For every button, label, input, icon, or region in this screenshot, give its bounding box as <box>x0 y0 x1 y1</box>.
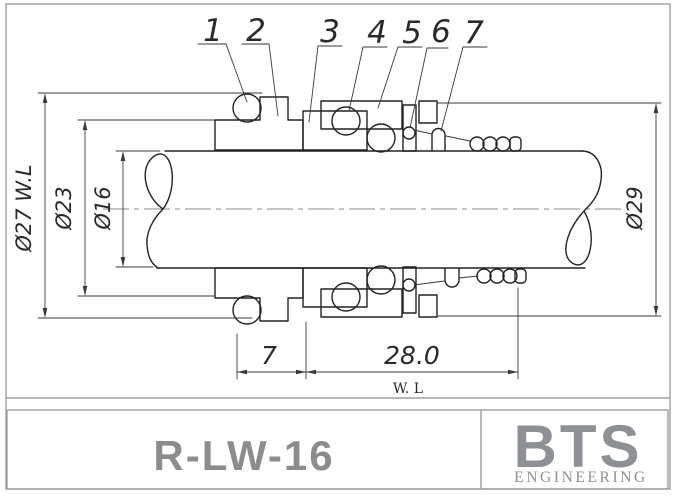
drive-collar-lower <box>402 266 417 314</box>
brand-logo: BTS ENGINEERING <box>514 413 648 486</box>
shaft-break-right <box>565 150 603 266</box>
o-ring-4-lower <box>331 282 361 312</box>
spring-seat-coil-lower <box>402 278 416 292</box>
spring-coil-end-upper <box>509 136 522 152</box>
brand-logo-text: BTS <box>514 413 643 480</box>
spring-coil-end-lower <box>514 268 527 284</box>
drive-collar-upper <box>402 104 417 152</box>
spring <box>402 126 527 292</box>
spring-end-coil-lower <box>444 267 460 288</box>
part-labels: 1 2 3 4 5 6 7 <box>203 13 484 51</box>
dim-label-d27: Ø27 W.L <box>12 164 36 252</box>
stationary-seat-upper <box>214 96 304 151</box>
model-number: R-LW-16 <box>153 432 334 479</box>
part-label-3: 3 <box>320 14 340 50</box>
o-ring-1-lower <box>232 295 262 325</box>
spring-coil-upper <box>469 136 485 152</box>
retainer-upper <box>320 100 403 130</box>
part-label-6: 6 <box>431 14 451 50</box>
part-label-5: 5 <box>402 15 422 51</box>
rotary-packing-upper <box>302 110 368 151</box>
part-label-4: 4 <box>367 15 387 51</box>
o-ring-4-upper <box>331 106 361 136</box>
stationary-seat-lower <box>214 267 304 322</box>
spring-coil-lower <box>502 268 518 284</box>
title-block: R-LW-16 BTS ENGINEERING <box>6 409 669 490</box>
spring-end-coil-upper <box>431 127 446 152</box>
o-ring-1-upper <box>232 93 262 123</box>
dimension-lines <box>37 92 662 380</box>
o-ring-5-lower <box>366 265 396 295</box>
part-label-1: 1 <box>203 13 223 49</box>
brand-logo-subtext: ENGINEERING <box>514 469 648 486</box>
dimension-labels: Ø27 W.L Ø23 Ø16 Ø29 7 28.0 W. L <box>12 164 647 397</box>
part-leaders <box>197 43 488 132</box>
part-label-7: 7 <box>464 15 484 51</box>
spring-coil-lower <box>489 268 505 284</box>
working-length-note: W. L <box>393 381 423 397</box>
shaft-break-left <box>144 153 174 269</box>
o-ring-5-upper <box>366 123 396 153</box>
seal-components-lower <box>214 265 438 325</box>
dim-label-d23: Ø23 <box>52 186 76 230</box>
spring-coil-upper <box>482 136 498 152</box>
spring-coil-lower <box>476 268 492 284</box>
dim-label-d29: Ø29 <box>623 186 647 230</box>
retainer-lip-lower <box>418 294 438 318</box>
retainer-lip-upper <box>418 100 438 124</box>
spring-seat-coil-upper <box>402 126 416 140</box>
retainer-lower <box>320 288 403 318</box>
part-label-2: 2 <box>246 13 266 49</box>
seal-components-upper <box>214 93 438 153</box>
spring-coil-upper <box>495 136 511 152</box>
dim-label-width-7: 7 <box>261 341 277 370</box>
rotary-packing-lower <box>302 267 368 308</box>
dim-label-d16: Ø16 <box>91 186 115 230</box>
dim-label-width-28: 28.0 <box>384 341 440 370</box>
